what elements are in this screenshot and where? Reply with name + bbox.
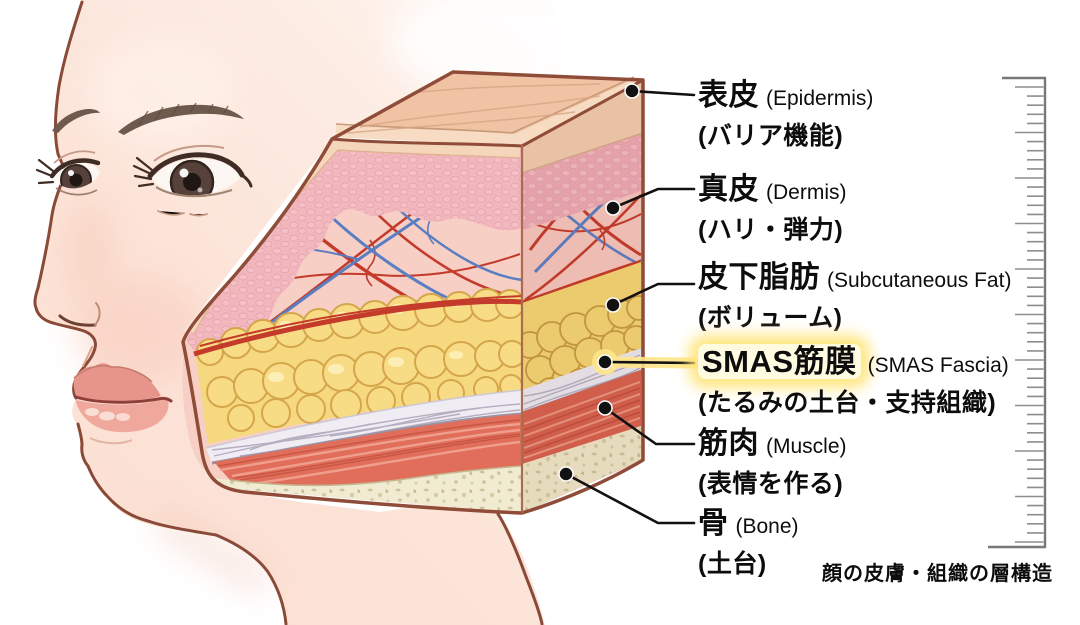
smas-layer-left [206, 390, 522, 464]
measurement-ruler [988, 76, 1047, 549]
mouth-line [74, 395, 173, 404]
epidermis-right [522, 80, 643, 173]
skin-surface-lines [347, 83, 601, 134]
leader-dots [558, 83, 640, 482]
near-eyelashes [132, 156, 155, 188]
nostril [58, 314, 97, 327]
leader-smas [603, 360, 696, 365]
upper-lip [73, 363, 161, 401]
face-skin [34, 0, 563, 625]
neck-back-outline [496, 512, 544, 625]
near-pupil [183, 173, 201, 191]
muscle-layer-left [214, 414, 522, 486]
cheek-blush [75, 275, 205, 385]
leader-dermis [611, 187, 696, 210]
near-eye [132, 145, 253, 217]
muscle-layer-right [522, 370, 641, 466]
near-eyebrow [118, 104, 244, 135]
leader-muscle [603, 406, 696, 446]
leader-bone [564, 472, 696, 525]
far-eyelashes [35, 158, 55, 185]
far-lid-crease [53, 150, 96, 164]
under-eye-lines [157, 210, 208, 217]
nose-wing-crease [94, 302, 101, 326]
face-profile-outline [33, 0, 97, 400]
block-top-face [332, 72, 643, 147]
philtrum [82, 346, 93, 367]
near-upper-lid [147, 152, 245, 179]
nose-shading [65, 200, 115, 300]
nose [58, 302, 101, 367]
ruler-frame [988, 76, 1047, 549]
under-lip-crease [89, 437, 133, 445]
far-eyebrow [52, 109, 100, 133]
forehead-highlight [85, 37, 235, 147]
leader-fat [611, 282, 696, 307]
ruler-ticks [1015, 86, 1044, 543]
far-pupil [69, 173, 83, 187]
eyebrows [52, 102, 244, 135]
chin-jaw-outline [76, 422, 288, 625]
far-upper-lid [49, 158, 101, 179]
leader-lines [558, 83, 700, 525]
block-outline [181, 70, 645, 515]
near-lower-lid [155, 186, 233, 198]
near-lid-crease [153, 145, 225, 162]
leader-epidermis [630, 89, 696, 97]
lips [73, 363, 173, 445]
